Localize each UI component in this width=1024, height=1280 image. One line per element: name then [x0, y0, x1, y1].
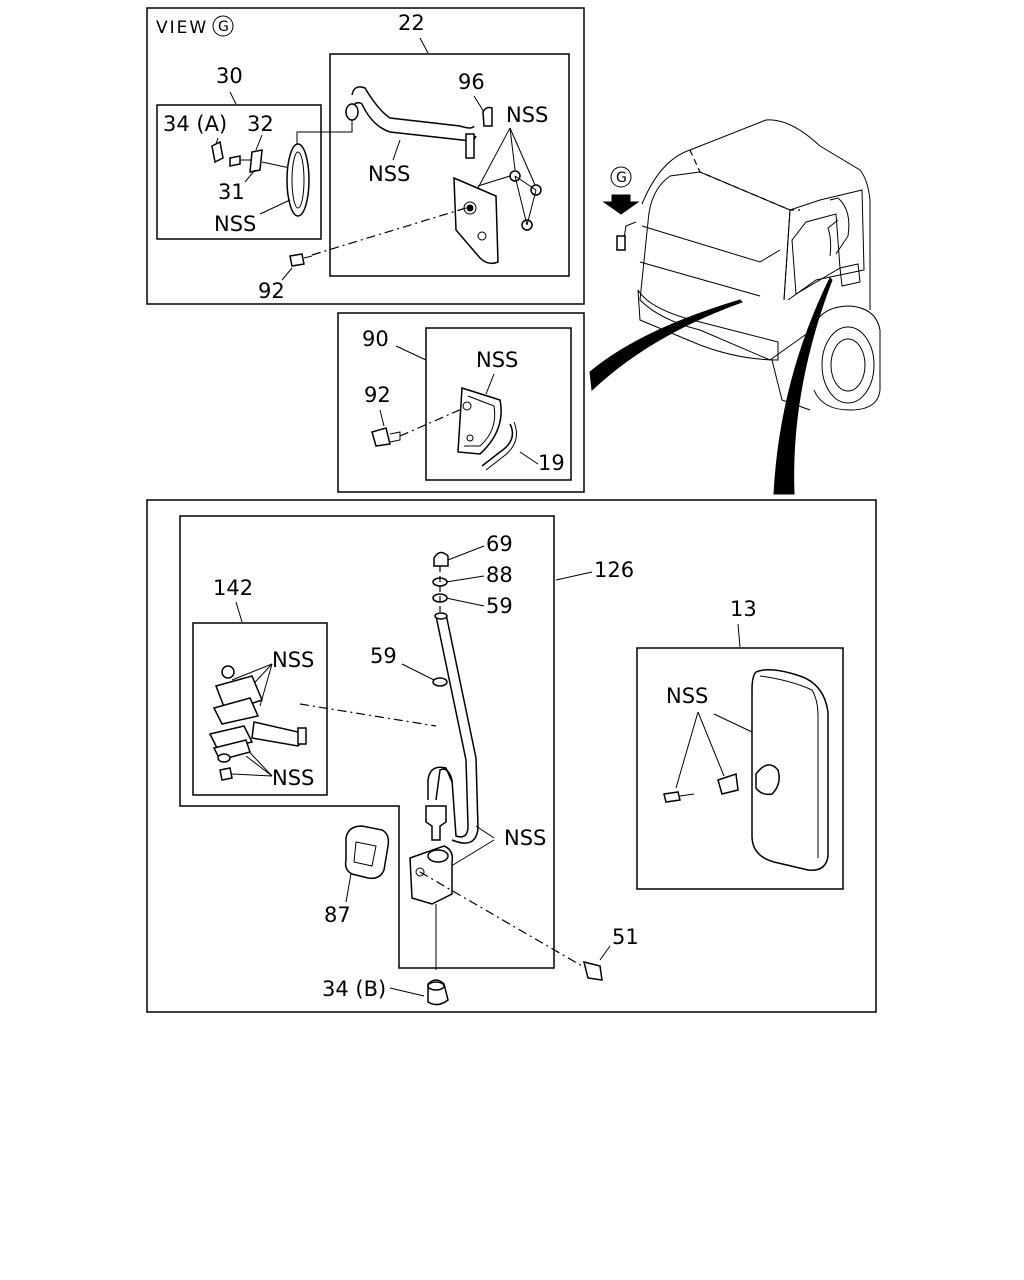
- label-32: 32: [247, 112, 274, 136]
- label-34b: 34 (B): [322, 977, 386, 1001]
- bottom-panel: 126 142 NSS NSS 69 88 59 59: [146, 499, 877, 1013]
- label-34a: 34 (A): [163, 112, 227, 136]
- label-88: 88: [486, 563, 513, 587]
- washer-59-mid: [432, 677, 448, 687]
- cap-34a: [211, 140, 224, 164]
- label-30: 30: [216, 64, 243, 88]
- screw-92-top: [289, 253, 305, 267]
- seal-87: [344, 825, 390, 880]
- leader-126: [773, 277, 833, 495]
- pin-142: [251, 721, 302, 747]
- label-22: 22: [398, 11, 425, 35]
- label-92-top: 92: [258, 279, 285, 303]
- view-arrow-icon: [602, 194, 640, 215]
- box-13: [636, 647, 844, 890]
- screw-92-mid: [371, 427, 391, 447]
- screw-32: [229, 155, 241, 167]
- label-90: 90: [362, 327, 389, 351]
- label-92-mid: 92: [364, 383, 391, 407]
- label-126: 126: [594, 558, 634, 582]
- truck-marker-circle: [610, 166, 632, 188]
- label-nss-142a: NSS: [272, 648, 314, 672]
- leader-90: [589, 299, 743, 392]
- label-nss-142b: NSS: [272, 766, 314, 790]
- washer-31: [249, 149, 263, 173]
- box-30: [156, 104, 322, 240]
- cap-69: [433, 551, 449, 567]
- truck-illustration: G: [589, 119, 881, 495]
- label-59-mid: 59: [370, 644, 397, 668]
- label-nss-22a: NSS: [506, 103, 548, 127]
- box-22: [329, 53, 570, 277]
- view-marker: G: [218, 19, 229, 35]
- cap-96: [482, 106, 493, 127]
- screw-51: [582, 960, 603, 981]
- mirror-head: [751, 669, 829, 871]
- view-g-panel: VIEW G 30 34 (A) 32 31 NSS 22 96 NSS NSS: [146, 7, 585, 305]
- label-31: 31: [218, 180, 245, 204]
- box-126: [179, 515, 555, 969]
- label-59-top: 59: [486, 594, 513, 618]
- label-nss-30: NSS: [214, 212, 256, 236]
- label-96: 96: [458, 70, 485, 94]
- mirror-mount: [755, 764, 780, 796]
- mirror-ring: [286, 143, 310, 217]
- stay-tube-126: [435, 615, 469, 838]
- seal-19: [481, 423, 514, 467]
- view-label: VIEW: [156, 18, 208, 38]
- label-87: 87: [324, 903, 351, 927]
- label-nss-13: NSS: [666, 684, 708, 708]
- truck-marker: G: [616, 170, 627, 186]
- view-marker-circle: [212, 15, 234, 37]
- label-nss-90: NSS: [476, 348, 518, 372]
- label-nss-126: NSS: [504, 826, 546, 850]
- panel-90: 90 NSS 92 19: [337, 312, 585, 493]
- stud-126: [425, 805, 447, 841]
- bracket-plate: [453, 176, 499, 265]
- label-13: 13: [730, 597, 757, 621]
- stay-tube: [351, 86, 475, 129]
- label-19: 19: [538, 451, 565, 475]
- label-51: 51: [612, 925, 639, 949]
- box-142: [192, 622, 328, 796]
- label-142: 142: [213, 576, 253, 600]
- label-nss-22b: NSS: [368, 162, 410, 186]
- label-69: 69: [486, 532, 513, 556]
- screw-13: [663, 791, 681, 803]
